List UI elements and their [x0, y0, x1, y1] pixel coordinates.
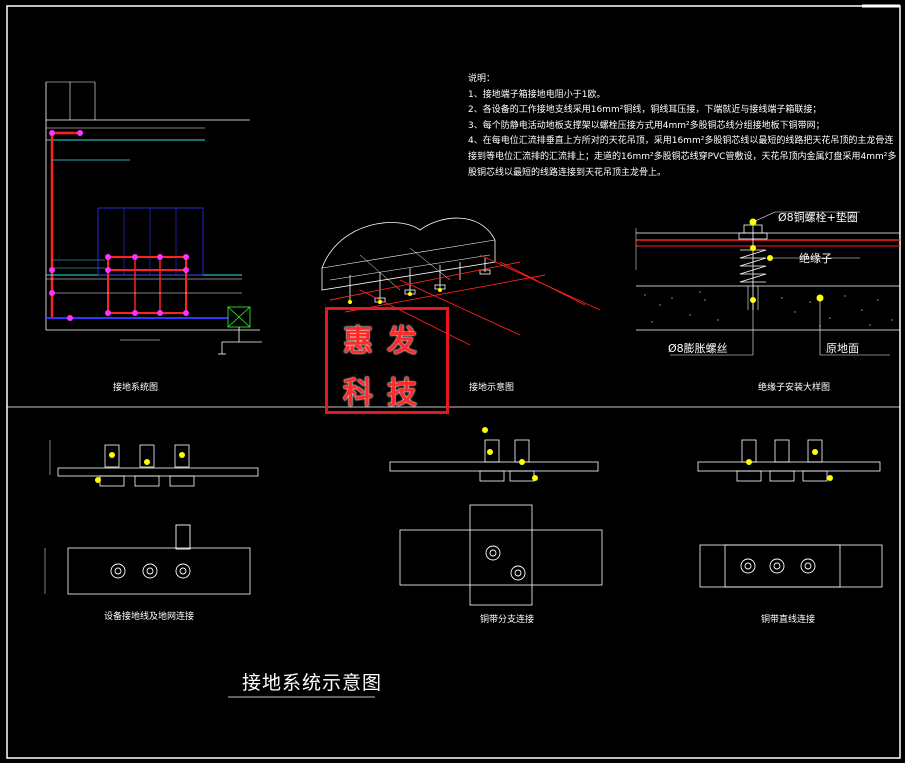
note-item: 1、接地端子箱接地电阻小于1欧。	[468, 89, 606, 100]
notes-block: 说明： 1、接地端子箱接地电阻小于1欧。 2、各设备的工作接地支线采用16mm²…	[468, 72, 898, 181]
caption-insulator-detail: 绝缘子安装大样图	[758, 383, 831, 393]
label-insulator: 绝缘子	[799, 251, 832, 265]
caption-equipment-connection: 设备接地线及地网连接	[104, 612, 195, 622]
caption-grounding-schematic: 接地示意图	[469, 383, 515, 393]
note-item: 2、各设备的工作接地支线采用16mm²铜线，铜线耳压接，下端就近与接线端子箱联接…	[468, 105, 822, 116]
main-title: 接地系统示意图	[242, 672, 383, 694]
stamp-line-2: 科技	[343, 376, 431, 411]
stamp-line-1: 惠发	[343, 324, 431, 359]
label-original-floor: 原地面	[826, 342, 859, 355]
label-expansion-bolt: Ø8膨胀螺丝	[668, 341, 728, 355]
equipment-connection-detail	[44, 440, 259, 595]
note-item: 3、每个防静电活动地板支撑架以螺栓压接方式用4mm²多股铜芯线分组接地板下铜带网…	[468, 120, 825, 131]
caption-straight-connection: 铜带直线连接	[761, 615, 816, 625]
straight-connection-detail	[697, 439, 883, 588]
label-bolt-washer: Ø8铜螺栓+垫圈	[778, 210, 858, 224]
grounding-system-diagram	[45, 81, 262, 355]
caption-branch-connection: 铜带分支连接	[480, 615, 535, 625]
watermark-stamp: 惠发 科技	[325, 307, 449, 414]
notes-heading: 说明：	[468, 74, 496, 84]
branch-connection-detail	[389, 427, 603, 606]
note-item: 4、在每电位汇流排垂直上方所对的天花吊顶，采用16mm²多股铜芯线以最短的线路把…	[468, 136, 897, 178]
insulator-detail	[635, 211, 900, 356]
grounding-schematic	[321, 217, 601, 346]
drawing-border	[6, 5, 901, 759]
caption-grounding-system: 接地系统图	[113, 383, 159, 393]
